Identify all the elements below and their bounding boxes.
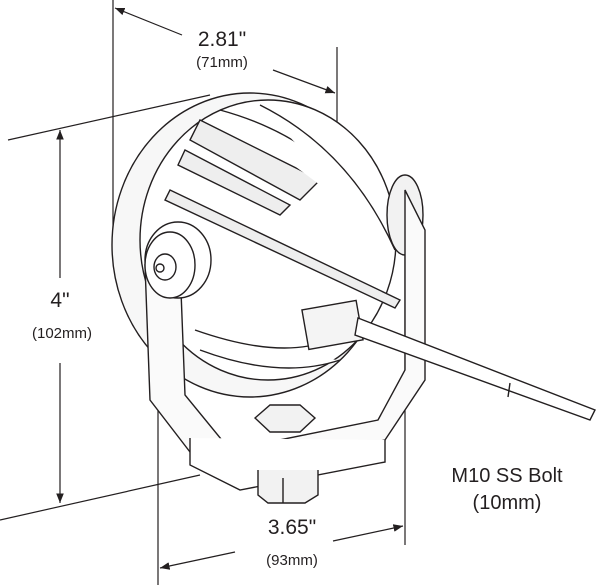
lamp-body xyxy=(111,92,596,504)
height-dimension-mm: (102mm) xyxy=(31,325,93,342)
width-dimension-mm: (71mm) xyxy=(196,54,248,71)
depth-dimension-mm: (93mm) xyxy=(266,552,318,569)
depth-dimension-inches: 3.65" xyxy=(267,516,317,539)
bolt-note-line1: M10 SS Bolt xyxy=(451,465,563,487)
bolt-note-line2: (10mm) xyxy=(472,492,542,514)
height-dimension-inches: 4" xyxy=(50,289,70,312)
width-dimension-inches: 2.81" xyxy=(197,28,247,51)
